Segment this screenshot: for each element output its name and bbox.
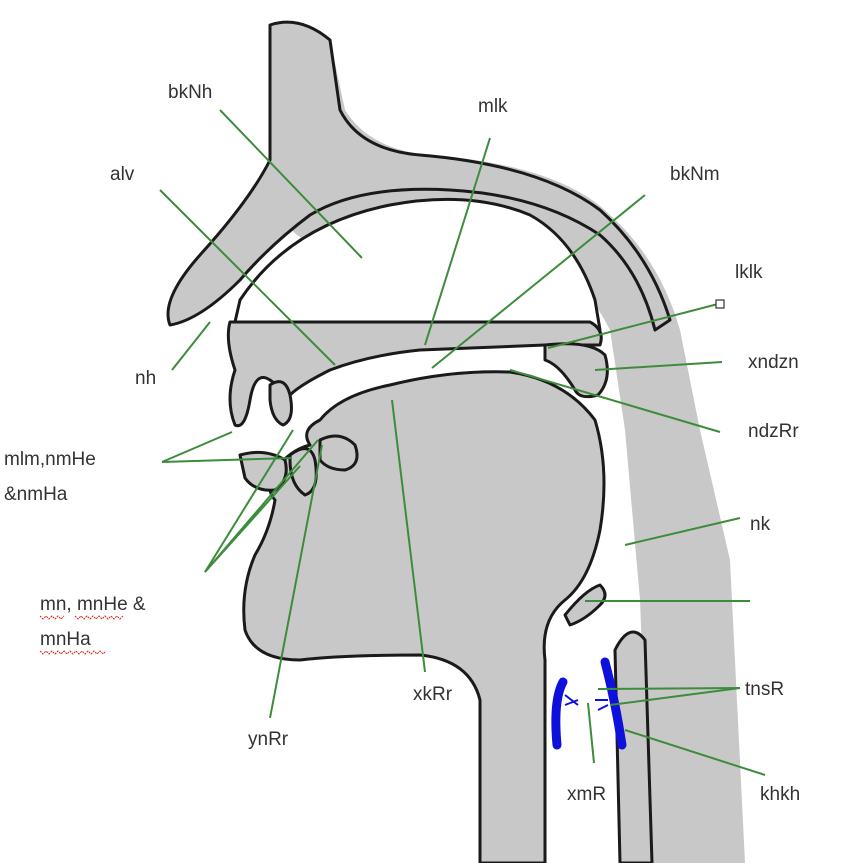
label-mlk: mlk xyxy=(478,96,508,117)
label-ynRr: ynRr xyxy=(248,729,289,750)
tongue-and-jaw xyxy=(244,372,604,863)
label-lklk: lklk xyxy=(735,262,763,283)
label-tnsR: tnsR xyxy=(745,679,784,700)
label-bkNh: bkNh xyxy=(168,82,212,103)
label-teeth: mlm,nmHe xyxy=(4,449,96,470)
label-bkNm: bkNm xyxy=(670,164,720,185)
label-nh: nh xyxy=(135,368,156,389)
glottis-arrows xyxy=(565,695,608,710)
label-teeth-line2: &nmHa xyxy=(4,484,68,505)
leader-tnsR-a xyxy=(598,688,740,689)
leader-teeth-a xyxy=(162,432,232,462)
label-khkh: khkh xyxy=(760,784,800,805)
label-alv: alv xyxy=(110,164,135,185)
uvula-marker xyxy=(716,300,724,308)
upper-teeth xyxy=(270,382,291,425)
label-lips-line2: mnHa xyxy=(40,629,91,650)
tongue-tip xyxy=(320,436,357,470)
leader-xmR xyxy=(588,703,594,763)
vocal-fold-left xyxy=(556,682,563,745)
label-lips: mn, mnHe & xyxy=(40,594,146,615)
label-ndzRr: ndzRr xyxy=(748,421,799,442)
label-nk: nk xyxy=(750,514,771,535)
label-xndzn: xndzn xyxy=(748,352,799,373)
leader-nh xyxy=(172,322,210,370)
label-xkRr: xkRr xyxy=(413,684,453,705)
label-xmR: xmR xyxy=(567,784,606,805)
